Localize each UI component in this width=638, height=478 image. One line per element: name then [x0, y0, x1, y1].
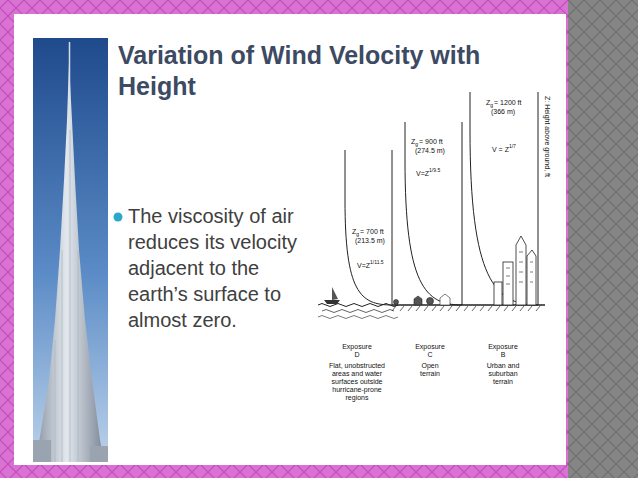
water-wave — [318, 316, 398, 319]
slide-title: Variation of Wind Velocity with Height — [118, 40, 563, 102]
building — [494, 282, 502, 305]
city-block — [90, 446, 108, 462]
building — [516, 236, 526, 305]
gradient-height: Z — [486, 99, 490, 107]
exposure-description: Urban and suburban terrain — [482, 362, 524, 386]
city-block — [33, 440, 51, 462]
gradient-height: (213.5 m) — [355, 237, 385, 245]
power-law: V=Z — [357, 262, 370, 270]
wind-profile — [345, 150, 392, 305]
ground-hatch — [392, 306, 540, 311]
bush — [427, 298, 434, 305]
house — [440, 294, 450, 305]
slide-ground — [14, 14, 566, 465]
wind-profile — [470, 92, 538, 305]
house — [414, 296, 422, 305]
sky-photo — [33, 38, 108, 462]
tower-body — [36, 62, 104, 462]
power-law: V = Z — [492, 146, 509, 154]
water-wave — [322, 310, 394, 313]
exponent: 1/11.5 — [370, 260, 384, 266]
wind-profile — [405, 122, 462, 305]
exposure-name: Exposure D — [341, 343, 373, 359]
side-strip — [568, 0, 638, 478]
bush — [394, 300, 399, 305]
gradient-height: = 1200 ft — [494, 99, 521, 107]
subscript: g — [415, 142, 418, 148]
profile-axis — [462, 122, 463, 305]
gradient-height: (274.5 m) — [415, 147, 445, 155]
profile-axis — [538, 92, 539, 305]
boat-sail — [332, 287, 338, 300]
exposure-description: Flat, unobstructed areas and water surfa… — [324, 362, 390, 402]
bullet-dot — [114, 213, 123, 222]
profile-axis — [392, 150, 393, 305]
gradient-height: Z — [411, 138, 415, 146]
subscript: g — [356, 232, 359, 238]
exposure-name: Exposure B — [487, 343, 519, 359]
power-law: V=Z — [416, 170, 429, 178]
gradient-height: Z — [352, 228, 356, 236]
exposure-description: Open terrain — [412, 362, 448, 378]
bullet-text: The viscosity of air reduces its velocit… — [128, 203, 316, 333]
boat-hull — [324, 300, 340, 304]
tower-setbacks — [55, 130, 86, 462]
building — [527, 250, 536, 305]
subscript: g — [490, 103, 493, 109]
exponent: 1/9.5 — [429, 168, 440, 174]
exponent: 1/7 — [509, 144, 516, 150]
gradient-height: (366 m) — [491, 108, 515, 116]
gradient-height: = 700 ft — [360, 228, 384, 236]
building — [503, 262, 513, 305]
gradient-height: = 900 ft — [419, 138, 443, 146]
exposure-name: Exposure C — [414, 343, 446, 359]
axis-label: Z: Height above ground, ft — [543, 96, 551, 177]
building-windows — [506, 252, 533, 284]
